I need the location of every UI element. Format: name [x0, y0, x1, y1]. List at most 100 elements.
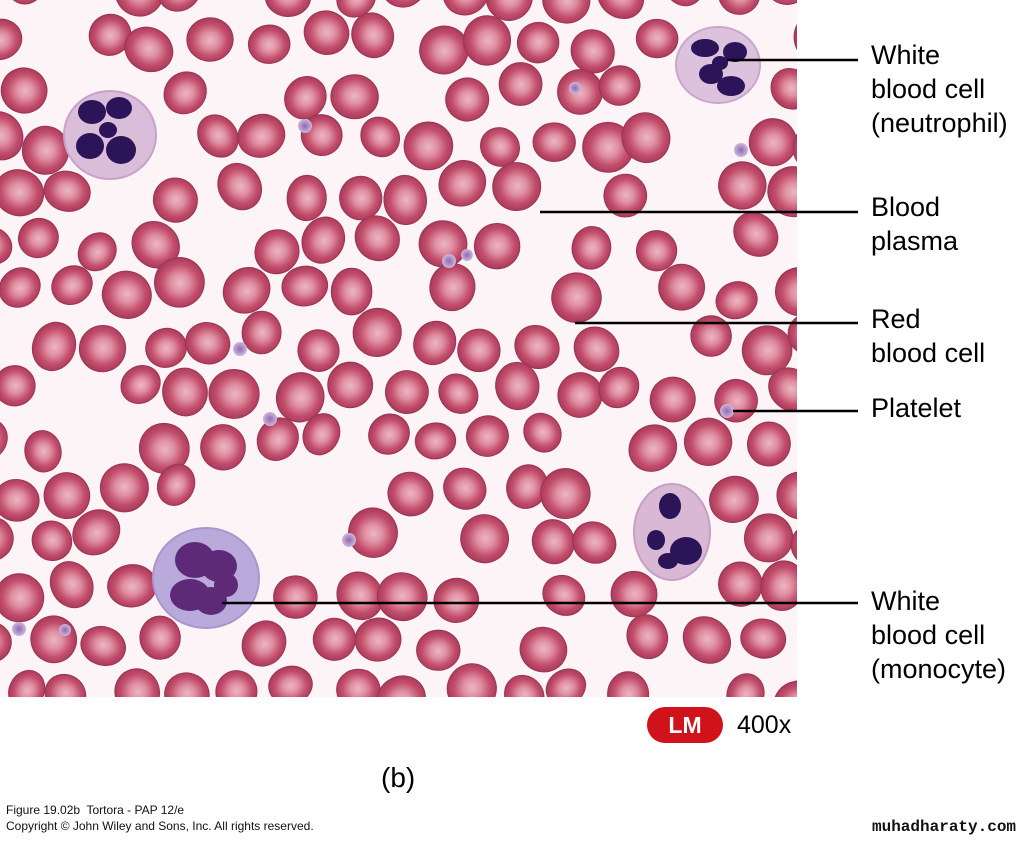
- platelets: [12, 82, 748, 636]
- red-blood-cell: [570, 29, 615, 74]
- red-blood-cell: [43, 472, 91, 520]
- magnification-value: 400x: [737, 711, 792, 739]
- red-blood-cell: [551, 272, 602, 323]
- platelet: [342, 533, 356, 547]
- red-blood-cell: [748, 118, 797, 167]
- neutrophil-nucleus: [647, 493, 702, 569]
- red-blood-cells: [0, 0, 797, 697]
- red-blood-cell: [351, 12, 395, 59]
- red-blood-cell: [531, 519, 575, 565]
- red-blood-cell: [275, 372, 325, 423]
- red-blood-cell: [607, 671, 650, 697]
- red-blood-cell: [485, 0, 533, 21]
- label-line: White: [871, 40, 941, 70]
- red-blood-cell: [418, 220, 468, 268]
- red-blood-cell: [416, 629, 461, 671]
- red-blood-cell: [78, 325, 127, 373]
- label-line: (monocyte): [871, 654, 1007, 684]
- red-blood-cell: [572, 521, 617, 564]
- red-blood-cell: [460, 514, 509, 564]
- red-blood-cell: [336, 571, 384, 621]
- red-blood-cell: [438, 160, 487, 207]
- red-blood-cell: [49, 561, 94, 609]
- red-blood-cell: [787, 312, 797, 355]
- red-blood-cell: [792, 122, 797, 174]
- red-blood-cell: [597, 0, 645, 20]
- red-blood-cell: [99, 463, 149, 513]
- red-blood-cell: [77, 232, 117, 272]
- label-line: (neutrophil): [871, 108, 1008, 138]
- red-blood-cell: [773, 680, 797, 697]
- red-blood-cell: [658, 263, 705, 311]
- red-blood-cell: [31, 520, 73, 562]
- label-line: blood cell: [871, 620, 986, 650]
- red-blood-cell: [465, 415, 509, 457]
- red-blood-cell: [0, 67, 48, 114]
- platelet: [461, 249, 473, 261]
- red-blood-cell: [24, 430, 62, 473]
- red-blood-cell: [376, 675, 426, 697]
- red-blood-cell: [557, 372, 603, 418]
- red-blood-cell: [649, 376, 696, 423]
- red-blood-cell: [312, 617, 356, 661]
- red-blood-cell: [0, 365, 36, 407]
- neutrophil-nucleus: [691, 39, 747, 96]
- red-blood-cell: [495, 361, 540, 411]
- red-blood-cell: [264, 0, 312, 18]
- red-blood-cell: [354, 215, 400, 262]
- red-blood-cell: [186, 17, 234, 62]
- red-blood-cell: [384, 370, 429, 415]
- red-blood-cell: [793, 11, 797, 63]
- red-blood-cell: [8, 669, 46, 697]
- red-blood-cell: [473, 222, 521, 270]
- red-blood-cell: [354, 617, 402, 662]
- red-blood-cell: [114, 0, 164, 17]
- micrograph-svg: [0, 0, 797, 697]
- red-blood-cell: [0, 226, 13, 265]
- label-line: Platelet: [871, 393, 962, 423]
- red-blood-cell: [185, 322, 231, 365]
- red-blood-cell: [775, 267, 797, 317]
- red-blood-cell: [718, 0, 761, 15]
- red-blood-cell: [152, 177, 198, 223]
- red-blood-cell: [0, 621, 12, 663]
- neutrophil-cell: [63, 90, 157, 180]
- red-blood-cell: [302, 413, 341, 456]
- red-blood-cell: [545, 668, 587, 697]
- red-blood-cell: [18, 217, 59, 259]
- neutrophil-nucleus: [76, 97, 136, 164]
- red-blood-cell: [746, 421, 791, 467]
- red-blood-cell: [360, 116, 401, 158]
- red-blood-cell: [241, 310, 282, 355]
- red-blood-cell: [767, 166, 797, 218]
- red-blood-cell: [519, 626, 568, 673]
- red-blood-cell: [156, 0, 202, 12]
- figure-credit: Figure 19.02b Tortora - PAP 12/e: [6, 803, 185, 817]
- red-blood-cell: [628, 424, 678, 472]
- red-blood-cell: [443, 467, 487, 510]
- red-blood-cell: [6, 0, 46, 5]
- red-blood-cell: [163, 71, 207, 115]
- red-blood-cell: [0, 418, 8, 461]
- red-blood-cell: [598, 366, 640, 409]
- red-blood-cell: [743, 513, 794, 563]
- red-blood-cell: [0, 478, 40, 522]
- red-blood-cell: [339, 175, 383, 221]
- red-blood-cell: [726, 673, 765, 697]
- red-blood-cell: [387, 471, 434, 517]
- red-blood-cell: [217, 162, 263, 211]
- red-blood-cell: [297, 329, 340, 372]
- platelet: [233, 342, 247, 356]
- red-blood-cell: [31, 321, 77, 372]
- red-blood-cell: [540, 468, 591, 519]
- label-line: Blood: [871, 192, 941, 222]
- platelet: [734, 143, 748, 157]
- red-blood-cell: [379, 0, 427, 8]
- red-blood-cell: [124, 26, 174, 73]
- red-blood-cell: [237, 113, 286, 158]
- red-blood-cell: [327, 361, 374, 409]
- red-blood-cell: [718, 161, 767, 210]
- red-blood-cell: [733, 211, 779, 257]
- lm-badge: LM: [647, 707, 723, 743]
- red-blood-cell: [383, 174, 428, 226]
